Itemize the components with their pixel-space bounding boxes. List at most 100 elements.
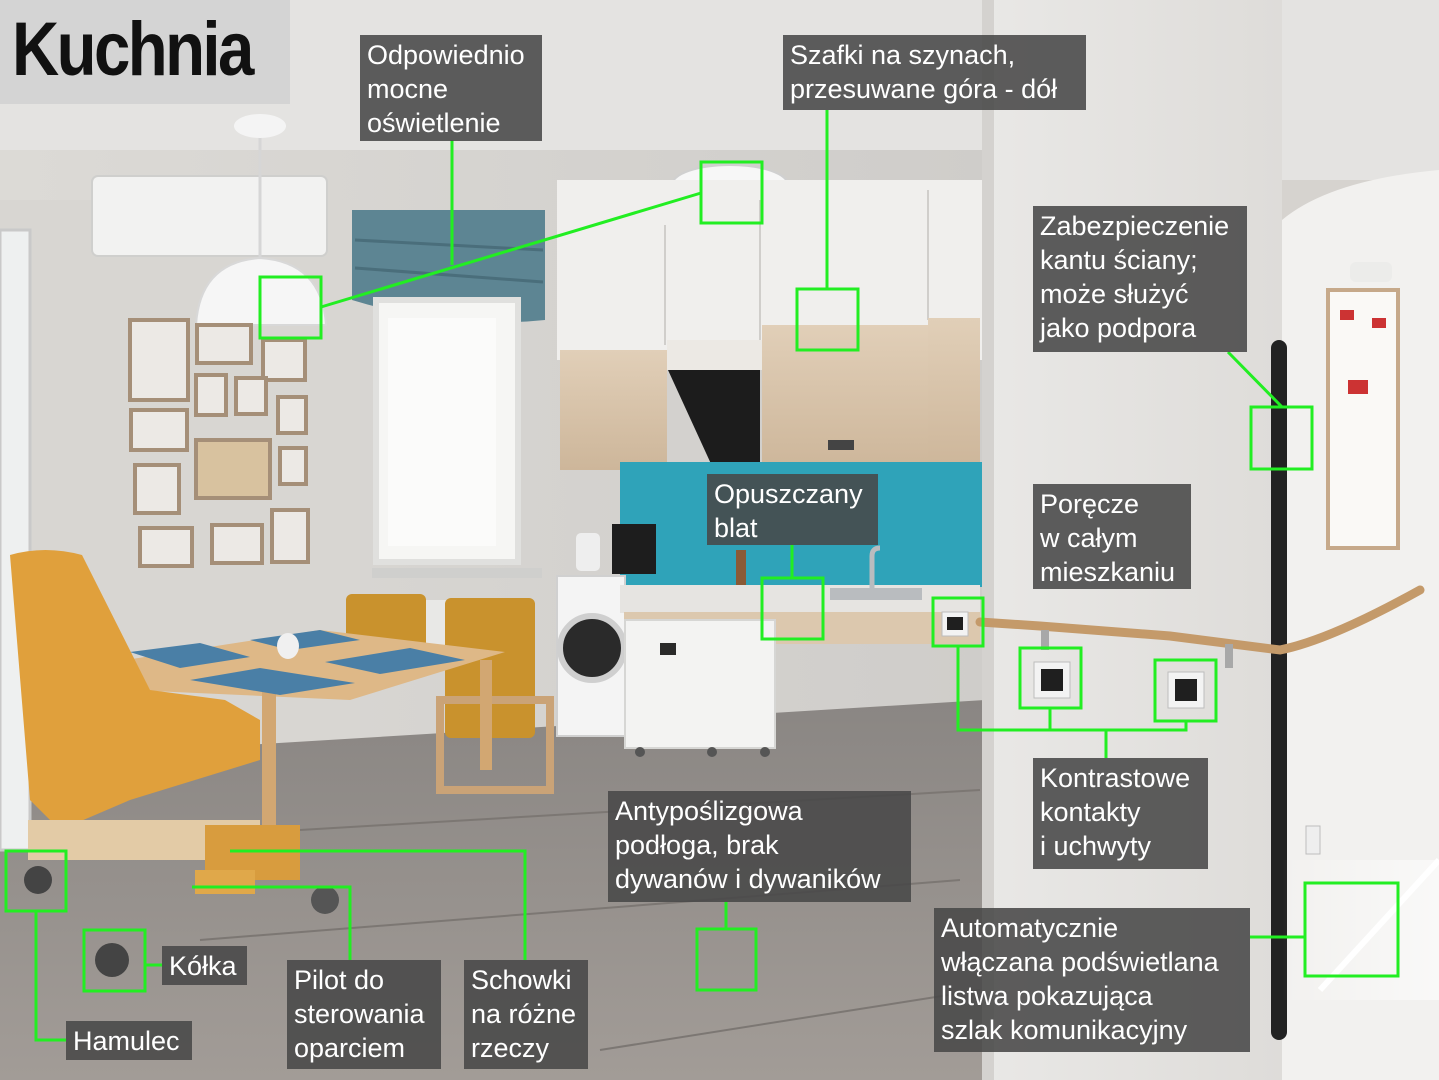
title-box: Kuchnia: [0, 0, 290, 104]
label-line: jako podpora: [1040, 313, 1197, 343]
photo-frame: [278, 446, 308, 486]
roman-blind: [352, 210, 545, 323]
range-hood: [668, 370, 760, 466]
faucet: [869, 545, 881, 590]
remote-pocket: [195, 870, 255, 894]
chair-wheel: [95, 943, 129, 977]
pepper-mill: [736, 550, 746, 590]
leader-remote: [192, 885, 352, 960]
label-line: i uchwyty: [1040, 831, 1152, 861]
label-line: dywanów i dywaników: [615, 864, 881, 894]
photo-frame: [194, 373, 228, 417]
label-line: mieszkaniu: [1040, 557, 1176, 587]
label-line: sterowania: [294, 999, 425, 1029]
label-floor: Antypoślizgowa podłoga, brak dywanów i d…: [608, 791, 911, 902]
washing-machine-door: [557, 613, 627, 683]
label-line: oświetlenie: [367, 108, 501, 138]
label-line: Schowki: [471, 965, 572, 995]
board-item: [1348, 380, 1368, 394]
label-line: Poręcze: [1040, 489, 1140, 519]
leader-switches: [956, 646, 1188, 732]
label-line: mocne: [367, 74, 449, 104]
label-line: Pilot do: [294, 965, 385, 995]
hall-light: [1350, 262, 1392, 282]
chair-wheel: [24, 866, 52, 894]
floor-board-line: [599, 989, 981, 1051]
label-remote: Pilot do sterowania oparciem: [287, 960, 441, 1069]
leader-wall-corner: [1226, 350, 1284, 409]
table-vase: [277, 633, 299, 659]
label-line: Odpowiednio: [367, 40, 525, 70]
table-leg: [262, 690, 276, 850]
blind-fold: [354, 266, 544, 284]
label-line: szlak komunikacyjny: [941, 1015, 1188, 1045]
wood-cabinet: [560, 350, 667, 470]
label-line: Szafki na szynach,: [790, 40, 1016, 70]
photo-frame: [261, 338, 307, 382]
lowered-countertop: [620, 585, 980, 613]
label-cabinets: Szafki na szynach, przesuwane góra - dół: [783, 35, 1086, 110]
marker-box-wheel: [82, 928, 147, 993]
label-handrails: Poręcze w całym mieszkaniu: [1033, 484, 1191, 589]
sink: [830, 588, 922, 600]
balcony-door: [0, 228, 32, 852]
floor-led-strip: [1317, 857, 1439, 993]
notice-board: [1326, 288, 1400, 550]
board-item: [1372, 318, 1386, 328]
wood-cabinet: [928, 318, 980, 468]
switch-button: [1175, 679, 1197, 701]
photo-frame: [138, 526, 194, 568]
photo-frame: [129, 408, 189, 452]
label-line: blat: [714, 513, 758, 543]
marker-box-lamp: [258, 275, 323, 340]
label-line: listwa pokazująca: [941, 981, 1153, 1011]
label-lighting-strip: Automatycznie włączana podświetlana list…: [934, 908, 1250, 1052]
ceiling-rose: [234, 114, 286, 138]
label-brake: Hamulec: [66, 1021, 192, 1060]
photo-frame: [195, 323, 253, 365]
label-line: włączana podświetlana: [941, 947, 1219, 977]
cabinet-wheel: [760, 747, 770, 757]
label-line: rzeczy: [471, 1033, 550, 1063]
coffee-machine: [612, 524, 656, 574]
label-line: Kółka: [169, 951, 237, 981]
photo-frame: [133, 463, 181, 515]
board-item: [1340, 310, 1354, 320]
label-line: oparciem: [294, 1033, 406, 1063]
handrail: [975, 585, 1425, 655]
page-title: Kuchnia: [12, 7, 254, 92]
photo-frame: [270, 508, 310, 564]
window-sill: [372, 568, 542, 578]
marker-box-led-strip: [1303, 881, 1400, 978]
cabinet-wheel: [635, 747, 645, 757]
label-line: Hamulec: [73, 1026, 180, 1056]
label-line: w całym: [1040, 523, 1138, 553]
switch-button: [1041, 669, 1063, 691]
label-contrast-switches: Kontrastowe kontakty i uchwyty: [1033, 758, 1208, 869]
chair-frame: [436, 696, 554, 794]
label-line: kantu ściany;: [1040, 245, 1198, 275]
label-line: może służyć: [1040, 279, 1189, 309]
placemat: [325, 648, 465, 674]
air-conditioner: [91, 175, 328, 257]
label-line: na różne: [471, 999, 577, 1029]
leader-brake: [34, 911, 66, 1042]
window-glass: [388, 318, 496, 546]
pillar-shadow: [982, 0, 994, 1080]
placemat: [130, 643, 250, 668]
annotation-leaders: [34, 110, 1305, 1042]
label-line: kontakty: [1040, 797, 1141, 827]
label-line: Automatycznie: [941, 913, 1119, 943]
leader-storage: [230, 849, 527, 960]
label-line: Opuszczany: [714, 479, 863, 509]
label-wheels: Kółka: [162, 946, 247, 985]
wall-socket: [1305, 825, 1321, 855]
marker-box-ceiling-lamp: [699, 160, 764, 225]
label-countertop: Opuszczany blat: [707, 474, 878, 545]
photo-frame: [210, 523, 264, 565]
table-leg: [480, 660, 492, 770]
rail-bracket: [1041, 630, 1049, 650]
label-line: podłoga, brak: [615, 830, 779, 860]
cabinet-wheel: [707, 747, 717, 757]
label-line: Zabezpieczenie: [1040, 211, 1230, 241]
